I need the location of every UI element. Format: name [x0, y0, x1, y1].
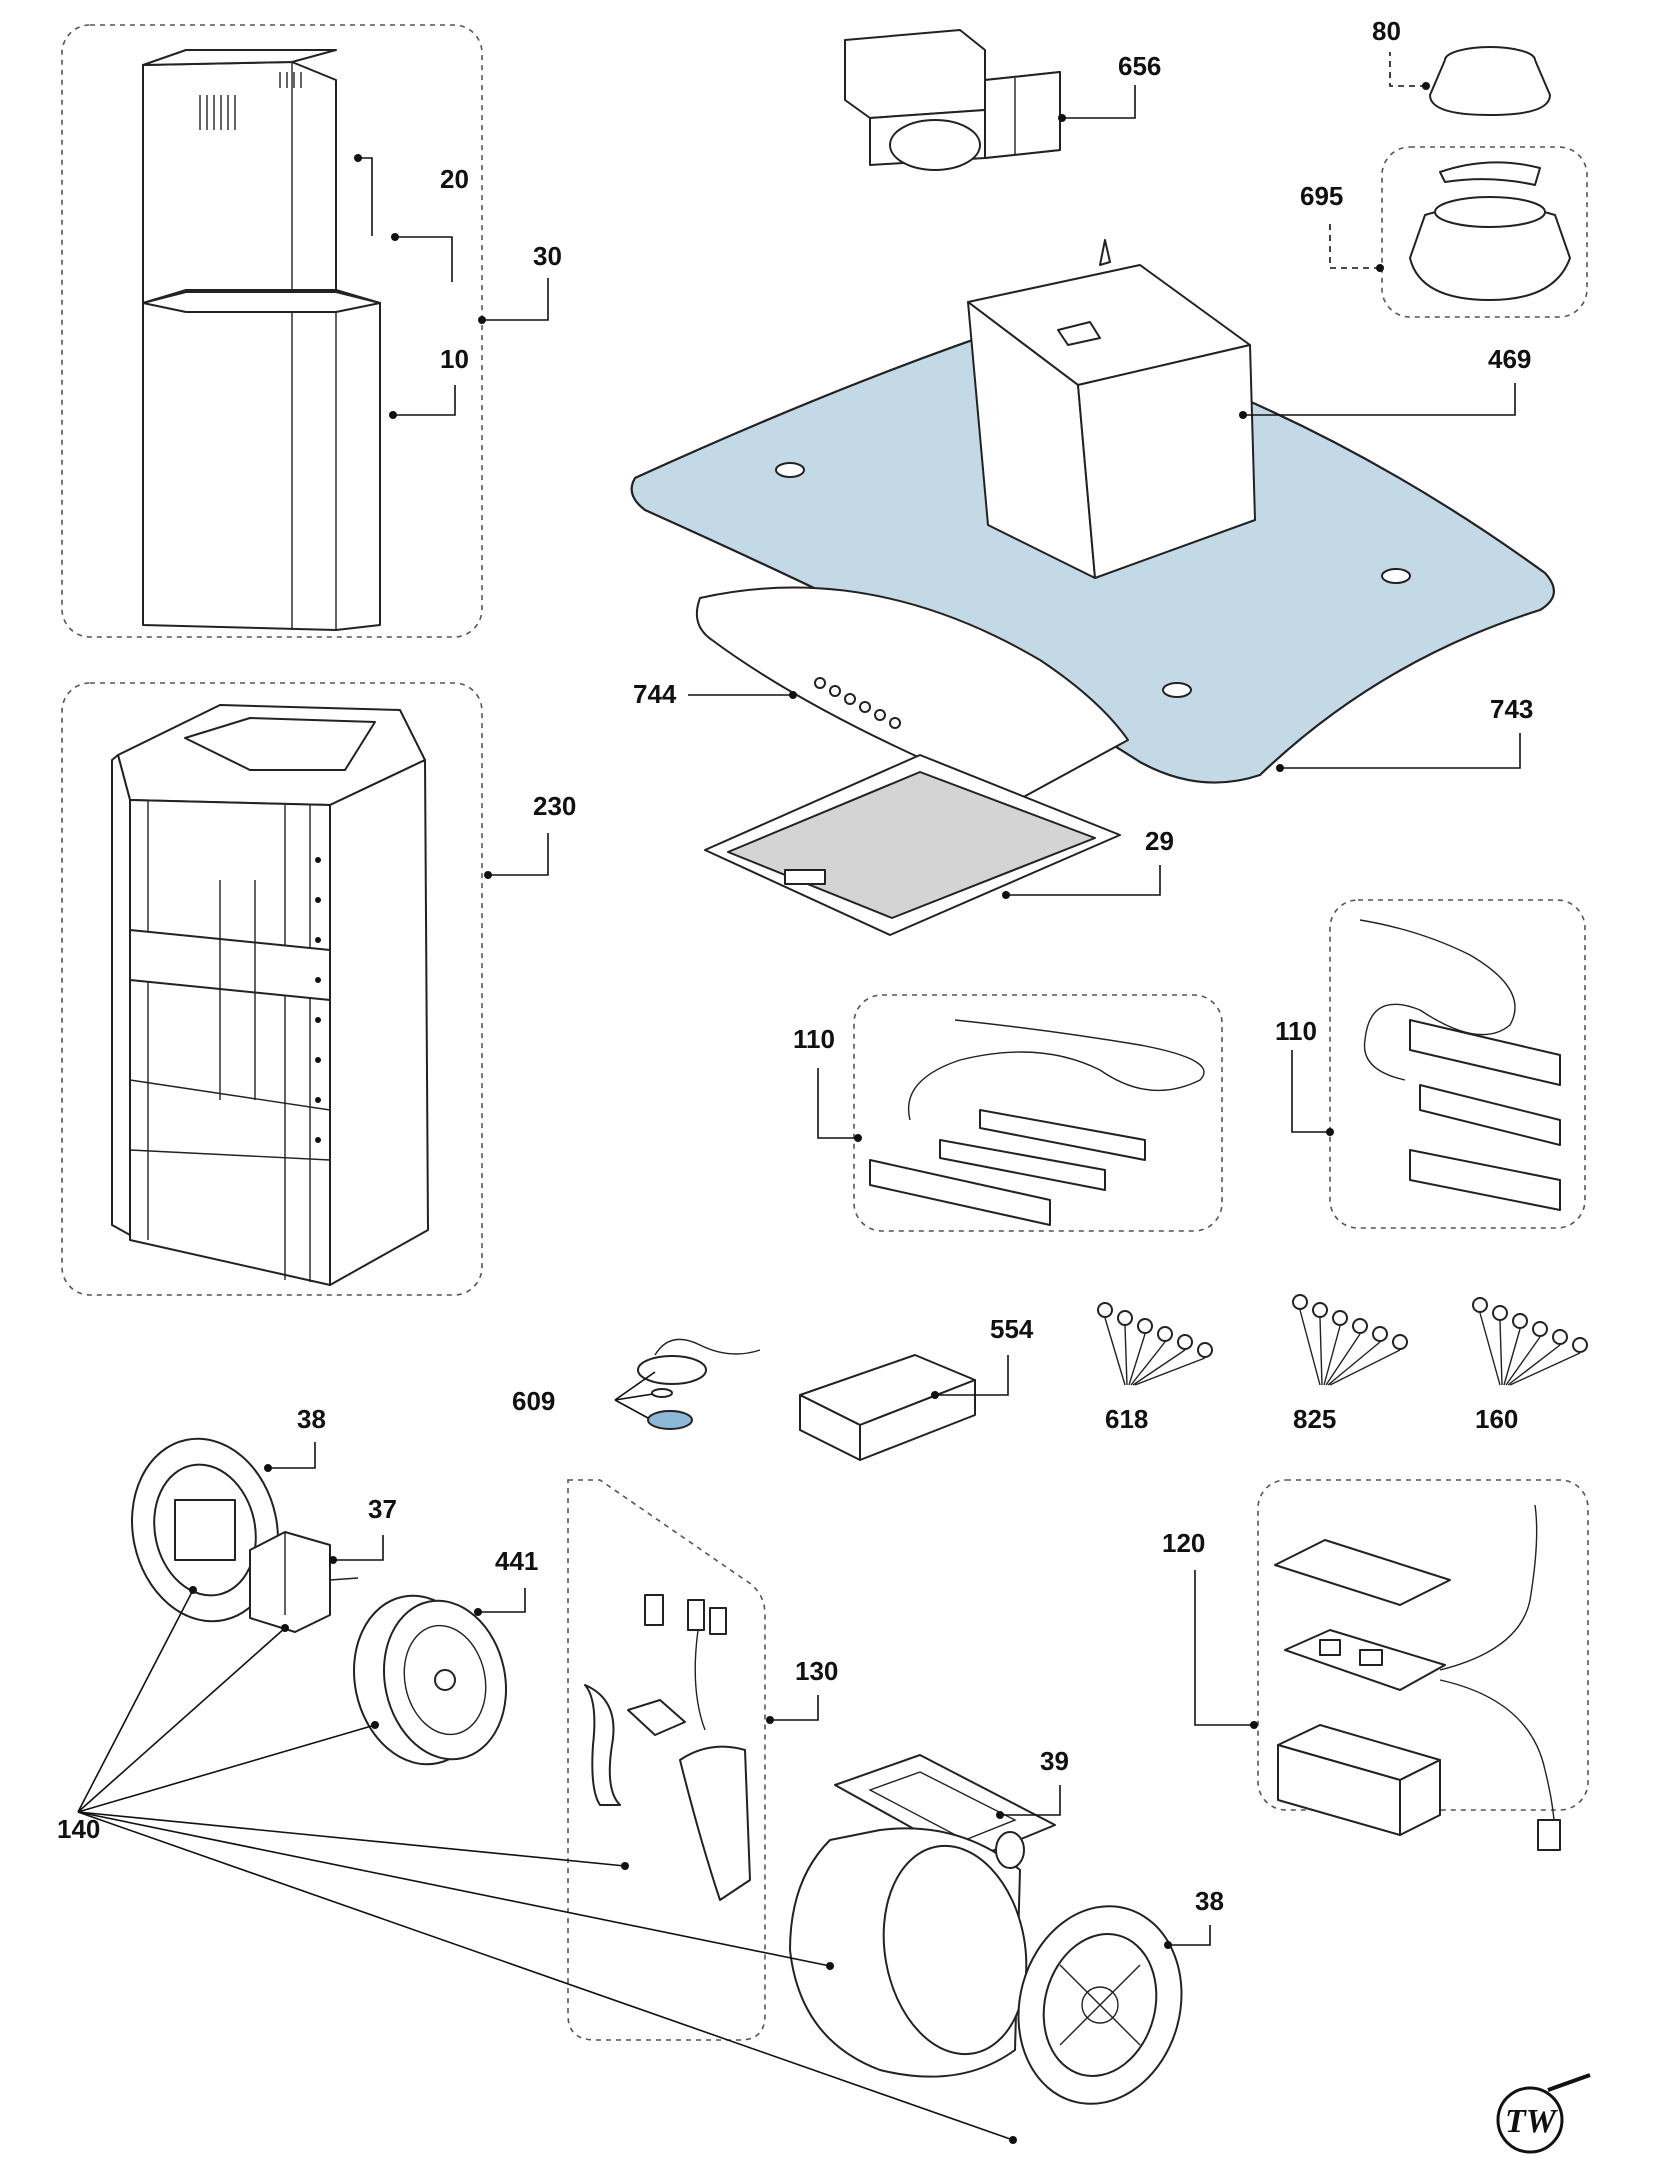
lamp-lens-icon	[647, 1410, 693, 1430]
tw-logo-icon: TW	[1496, 2073, 1591, 2154]
lamp-part-609	[637, 1338, 761, 1430]
label-618: 618	[1105, 1404, 1148, 1434]
fan-wheel-part-441	[353, 1594, 508, 1766]
reducer-part-80	[1429, 46, 1551, 116]
label-20: 20	[440, 164, 469, 194]
label-29: 29	[1145, 826, 1174, 856]
label-230: 230	[533, 791, 576, 821]
control-kit-part-110b	[1359, 919, 1561, 1211]
adaptor-part-695	[1409, 161, 1571, 301]
motor-plate-part-38-bottom	[1017, 1905, 1183, 2105]
grease-filter-part-29	[704, 754, 1121, 936]
label-130: 130	[795, 1656, 838, 1686]
upper-chimney-part-20	[142, 49, 337, 309]
label-10: 10	[440, 344, 469, 374]
label-656: 656	[1118, 51, 1161, 81]
label-160: 160	[1475, 1404, 1518, 1434]
label-140-leaders	[77, 1586, 1017, 2144]
label-609: 609	[512, 1386, 555, 1416]
label-469: 469	[1488, 344, 1531, 374]
motor-part-37	[249, 1531, 359, 1633]
knob-set-part-160	[1472, 1297, 1588, 1386]
motor-plate-part-38-top	[131, 1437, 279, 1623]
control-panel-part-744	[696, 586, 1129, 801]
label-37: 37	[368, 1494, 397, 1524]
label-38-bottom: 38	[1195, 1886, 1224, 1916]
label-140: 140	[57, 1814, 100, 1844]
group-box-frame	[61, 682, 483, 1296]
label-80: 80	[1372, 16, 1401, 46]
scroll-housing-part-39	[789, 1754, 1056, 2078]
label-30: 30	[533, 241, 562, 271]
label-825: 825	[1293, 1404, 1336, 1434]
knob-set-part-618	[1097, 1302, 1213, 1386]
label-110b: 110	[1275, 1016, 1317, 1046]
duct-connector-part-656	[844, 29, 1061, 171]
support-frame-part-230	[111, 704, 429, 1286]
svg-text:TW: TW	[1505, 2103, 1559, 2140]
label-554: 554	[990, 1314, 1034, 1344]
label-441: 441	[495, 1546, 538, 1576]
label-743: 743	[1490, 694, 1533, 724]
transformer-part-554	[799, 1354, 976, 1461]
label-39: 39	[1040, 1746, 1069, 1776]
label-38-top: 38	[297, 1404, 326, 1434]
label-120: 120	[1162, 1528, 1205, 1558]
wiring-kit-part-130	[584, 1594, 751, 1901]
group-box-adaptor-695	[1381, 146, 1588, 318]
label-110a: 110	[793, 1024, 835, 1054]
group-box-wiring-130	[567, 1479, 766, 2041]
label-695: 695	[1300, 181, 1343, 211]
chimney-body-part-469	[967, 239, 1256, 579]
lower-chimney-part-10	[142, 289, 381, 631]
group-box-chimney	[61, 24, 483, 638]
knob-set-part-825	[1292, 1294, 1408, 1386]
control-kit-part-110a	[869, 1019, 1205, 1226]
label-744: 744	[633, 679, 677, 709]
electronics-kit-part-120	[1274, 1504, 1561, 1851]
